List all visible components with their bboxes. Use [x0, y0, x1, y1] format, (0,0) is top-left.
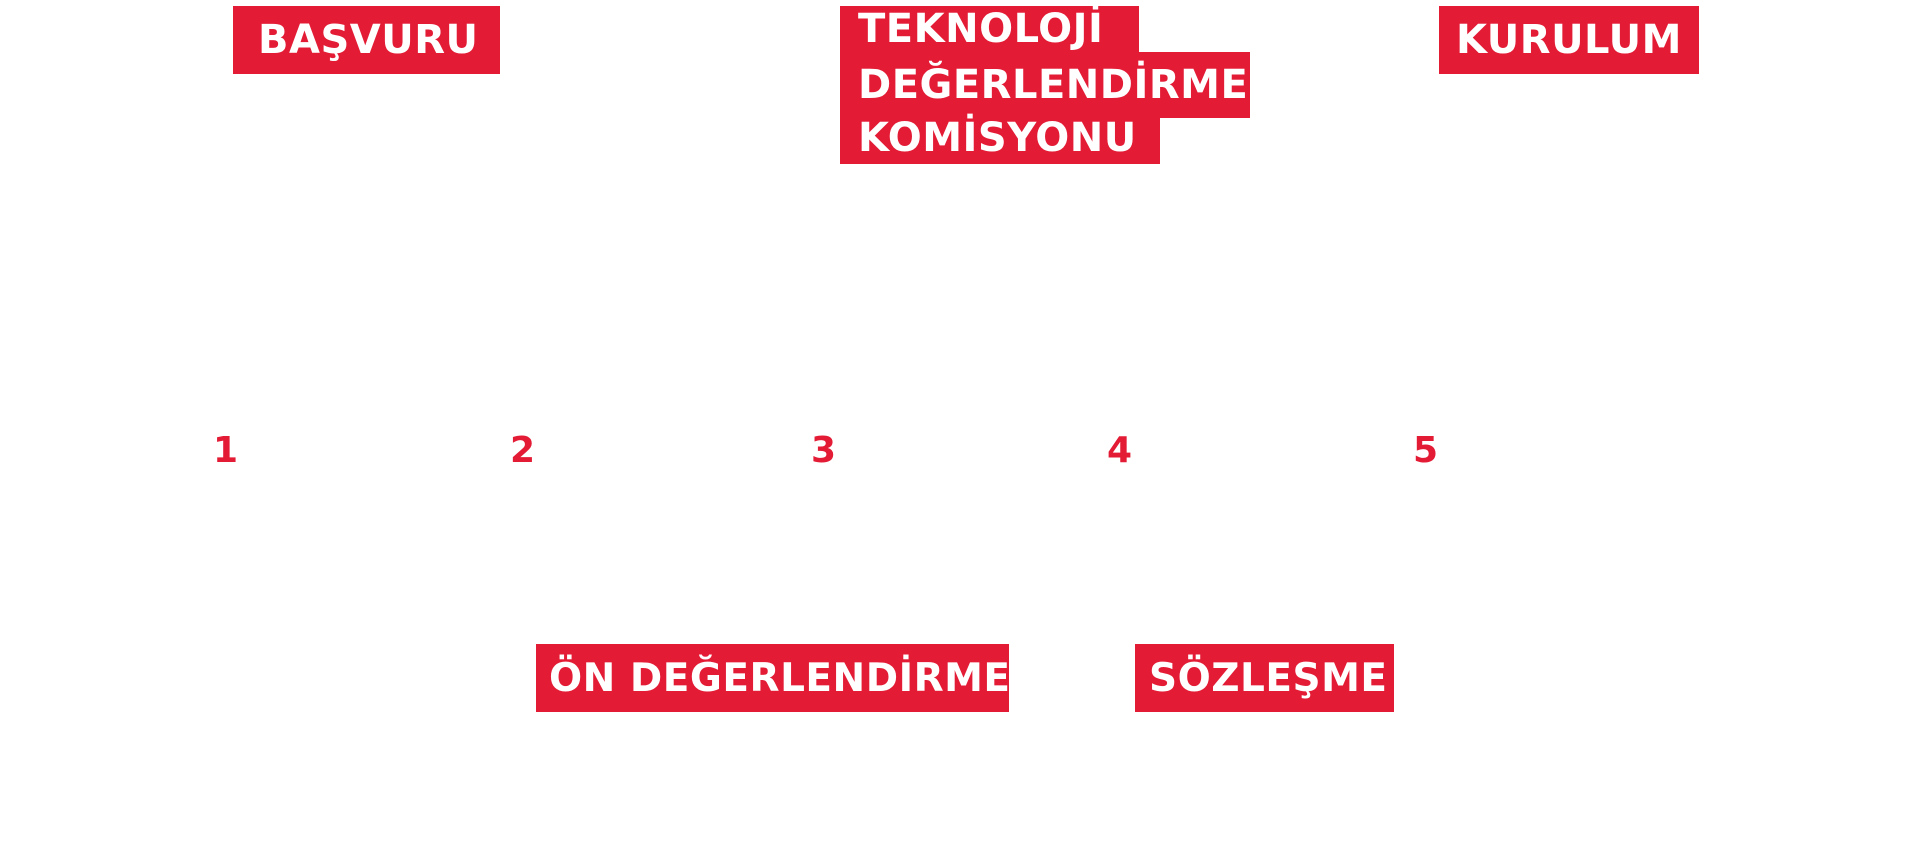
step-2-label-text: ÖN DEĞERLENDİRME [549, 655, 1011, 701]
step-3-number: 3 [811, 430, 837, 471]
step-5-number: 5 [1413, 430, 1439, 471]
step-3-label-line-1: TEKNOLOJİ [840, 6, 1139, 52]
step-1-number: 1 [213, 430, 239, 471]
step-5-label-text: KURULUM [1456, 17, 1682, 63]
step-1-label-text: BAŞVURU [258, 17, 479, 63]
step-2-label: ÖN DEĞERLENDİRME [536, 644, 1011, 712]
step-1-label: BAŞVURU [233, 6, 500, 74]
step-5-label: KURULUM [1439, 6, 1699, 74]
step-4-number: 4 [1107, 430, 1133, 471]
step-3-label-line-3: KOMİSYONU [840, 118, 1160, 164]
step-3-label-line-2: DEĞERLENDİRME [840, 52, 1250, 118]
step-4-label: SÖZLEŞME [1135, 644, 1394, 712]
step-4-label-text: SÖZLEŞME [1149, 655, 1388, 701]
step-2-number: 2 [510, 430, 536, 471]
